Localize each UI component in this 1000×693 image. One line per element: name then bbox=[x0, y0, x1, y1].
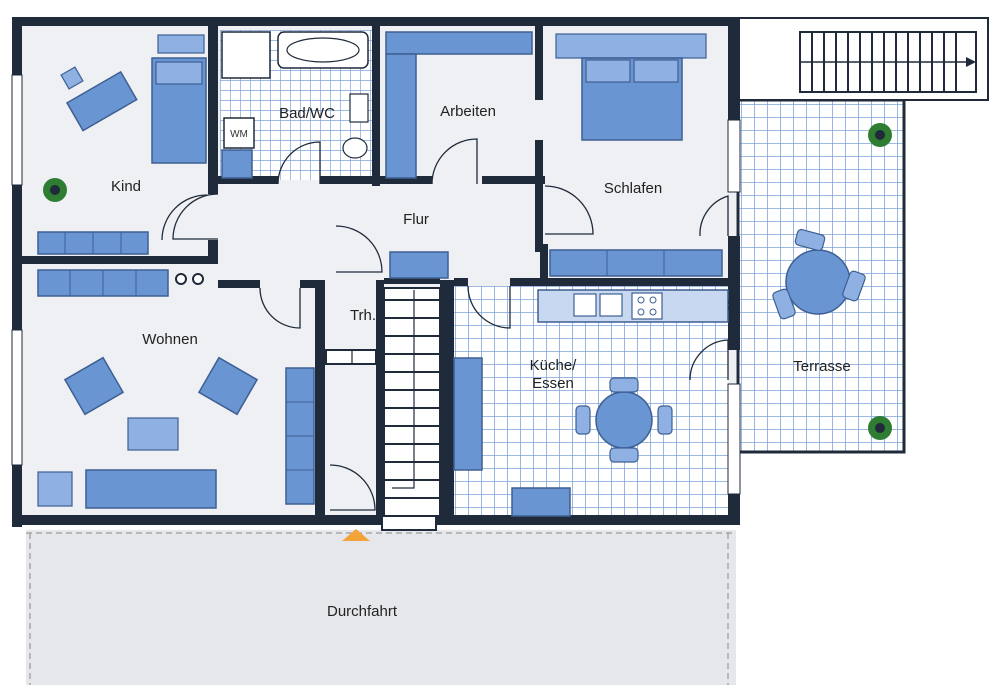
entrance-marker-icon bbox=[342, 529, 370, 541]
brand-logo: onOffice bbox=[727, 290, 736, 320]
plant-icon bbox=[43, 123, 892, 440]
room-label-schlafen: Schlafen bbox=[604, 180, 662, 197]
room-label-durchfahrt: Durchfahrt bbox=[327, 603, 398, 620]
washing-machine-label: WM bbox=[230, 129, 248, 140]
bath-fixtures: WM bbox=[221, 31, 369, 179]
room-label-arbeiten: Arbeiten bbox=[440, 103, 496, 120]
room-label-kueche-line1: Küche/ bbox=[530, 357, 578, 374]
room-label-kind: Kind bbox=[111, 178, 141, 195]
kitchen-furniture bbox=[453, 289, 729, 517]
kind-furniture bbox=[37, 34, 207, 255]
room-label-flur: Flur bbox=[403, 211, 429, 228]
room-label-trh: Trh. bbox=[350, 307, 376, 324]
windows bbox=[11, 74, 741, 495]
terrace-furniture bbox=[772, 228, 866, 320]
doors bbox=[161, 138, 729, 511]
arbeiten-furniture bbox=[385, 31, 533, 179]
schlafen-furniture bbox=[549, 33, 723, 277]
room-label-terrasse: Terrasse bbox=[793, 358, 851, 375]
room-label-wohnen: Wohnen bbox=[142, 331, 198, 348]
outdoor-stair bbox=[799, 31, 977, 93]
flur-furniture bbox=[389, 251, 449, 279]
room-label-kueche-line2: Essen bbox=[532, 375, 574, 392]
wohnen-furniture bbox=[37, 269, 315, 509]
stairs bbox=[325, 287, 441, 531]
room-label-bad: Bad/WC bbox=[279, 105, 335, 122]
driveway bbox=[26, 530, 736, 685]
